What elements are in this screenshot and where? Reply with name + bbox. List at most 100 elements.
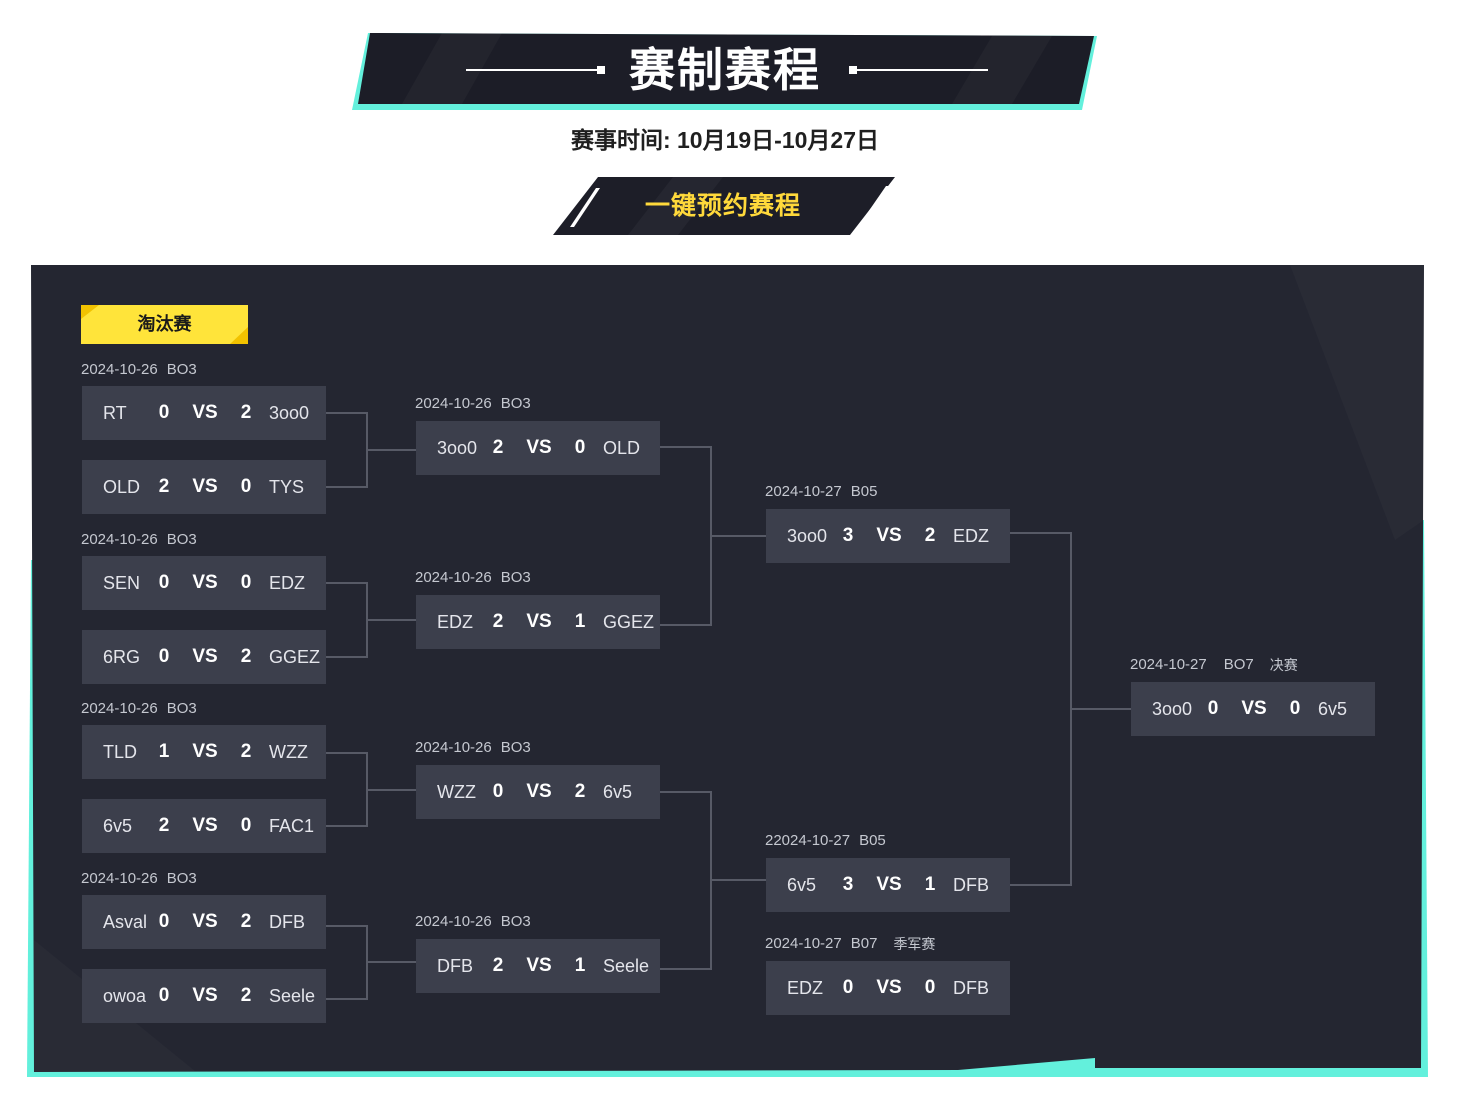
team-b-name: DFB [953,978,989,998]
team-a-score: 2 [492,955,504,976]
team-b-score: 1 [574,611,586,632]
stage-tag: 淘汰赛 [81,305,248,344]
match-label-r1-group3: 2024-10-26 BO3 [81,701,197,717]
match-date: 2024-10-26 [415,739,492,756]
reserve-button-label: 一键预约赛程 [644,192,801,220]
match-card-r1-2: OLD 2 VS 0 TYS [82,460,326,514]
connector-r1-a [326,412,416,488]
match-date: 2024-10-27 [765,483,842,500]
team-a-name: Asval [103,912,148,932]
team-b-score: 2 [240,741,252,762]
match-card-r2-1: 3oo0 2 VS 0 OLD [416,421,660,475]
team-a-score: 0 [158,911,170,932]
match-format: BO3 [500,913,531,930]
match-card-r1-1: RT 0 VS 2 3oo0 [82,386,326,440]
title-divider-square-left [597,66,605,74]
team-b-score: 2 [574,781,586,802]
team-a-score: 0 [1207,698,1219,719]
match-card-r2-3: WZZ 0 VS 2 6v5 [416,765,660,819]
match-stage: 决赛 [1269,657,1298,673]
team-b-name: EDZ [953,526,989,546]
team-b-score: 0 [1289,698,1301,719]
vs-label: VS [192,911,218,932]
match-card-semifinal-1: 3oo0 3 VS 2 EDZ [766,509,1010,563]
stage-tag-label: 淘汰赛 [137,314,192,334]
vs-label: VS [526,955,552,976]
team-a-name: OLD [103,477,141,497]
stage-tag-body [81,305,248,344]
team-a-score: 2 [492,611,504,632]
vs-label: VS [876,525,902,546]
match-format: BO3 [166,361,197,378]
team-a-score: 1 [158,741,170,762]
team-a-score: 3 [842,874,854,895]
vs-label: VS [192,476,218,497]
team-a-score: 0 [492,781,504,802]
reserve-button-body [553,177,895,235]
team-b-name: EDZ [269,573,305,593]
match-date: 2024-10-26 [415,395,492,412]
banner-body [358,33,1094,104]
team-b-score: 2 [924,525,936,546]
connector-semis [1010,532,1131,886]
match-card-semifinal-2: 6v5 3 VS 1 DFB [766,858,1010,912]
team-a-name: TLD [103,742,138,762]
match-label-r2-4: 2024-10-26 BO3 [415,914,531,930]
team-b-name: DFB [269,912,305,932]
match-card-r1-3: SEN 0 VS 0 EDZ [82,556,326,610]
vs-label: VS [1241,698,1267,719]
team-a-score: 0 [842,977,854,998]
team-a-name: RT [103,403,127,423]
match-format: B07 [850,935,878,952]
team-b-name: WZZ [269,742,308,762]
reserve-button-decor [628,177,723,235]
team-b-name: GGEZ [269,647,321,667]
vs-label: VS [876,977,902,998]
team-b-name: Seele [603,956,650,976]
match-label-final: 2024-10-27 BO7 决赛 [1130,656,1298,674]
vs-label: VS [526,437,552,458]
connector-r2-b [660,791,766,970]
match-label-r2-1: 2024-10-26 BO3 [415,396,531,412]
vs-label: VS [192,815,218,836]
match-card-final: 3oo0 0 VS 0 6v5 [1131,682,1375,736]
match-format: BO3 [166,531,197,548]
match-format: BO3 [500,739,531,756]
match-card-r1-4: 6RG 0 VS 2 GGEZ [82,630,326,684]
team-a-name: EDZ [787,978,823,998]
reserve-schedule-button[interactable]: 一键预约赛程 [553,177,895,235]
vs-label: VS [192,402,218,423]
team-b-score: 1 [574,955,586,976]
page-title: 赛制赛程 [629,43,821,97]
match-format: BO3 [166,870,197,887]
match-card-third-place: EDZ 0 VS 0 DFB [766,961,1010,1015]
match-stage: 季军赛 [893,936,936,952]
match-card-r2-2: EDZ 2 VS 1 GGEZ [416,595,660,649]
match-card-r1-5: TLD 1 VS 2 WZZ [82,725,326,779]
team-b-name: FAC1 [269,816,315,836]
match-format: BO3 [500,395,531,412]
team-b-name: GGEZ [603,612,655,632]
reserve-button-slash-left [570,188,600,227]
connector-r2-a [660,446,766,626]
stage-tag-corner [230,327,248,344]
bracket-panel [31,265,1424,1072]
match-format: BO7 [1223,656,1254,673]
team-b-name: OLD [603,438,641,458]
vs-label: VS [192,741,218,762]
team-a-score: 2 [492,437,504,458]
match-format: B05 [859,832,886,849]
team-b-name: TYS [269,477,305,497]
team-b-score: 0 [240,476,252,497]
connector-r1-d [326,925,416,1000]
team-a-name: 3oo0 [1152,699,1193,719]
team-a-score: 0 [158,985,170,1006]
team-a-score: 0 [158,572,170,593]
team-b-score: 0 [240,572,252,593]
match-label-r1-group4: 2024-10-26 BO3 [81,871,197,887]
stage-tag-corner [81,305,99,319]
match-date: 2024-10-27 [1130,656,1207,673]
match-label-r2-3: 2024-10-26 BO3 [415,740,531,756]
reserve-button-shape [553,177,895,235]
